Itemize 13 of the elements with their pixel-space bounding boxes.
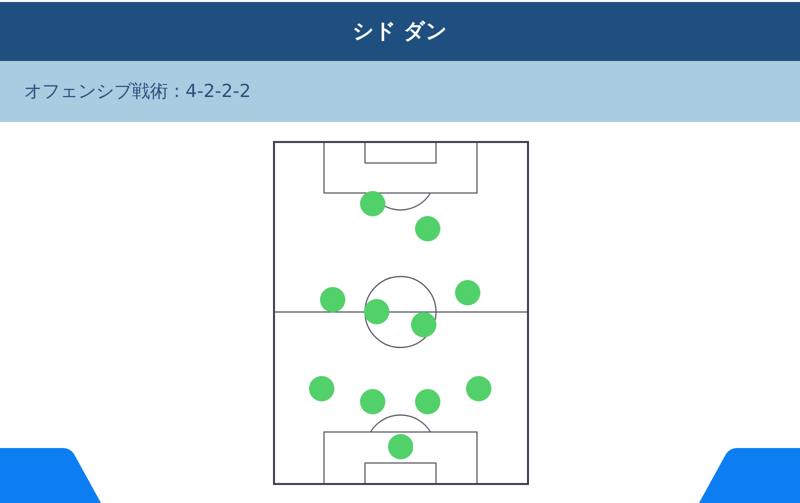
player-dot: [360, 389, 386, 415]
player-dot: [455, 280, 481, 306]
formation-label: オフェンシブ戦術 : 4-2-2-2: [24, 81, 251, 103]
player-dot: [411, 312, 437, 338]
player-dot: [309, 376, 335, 402]
player-dot: [320, 287, 346, 313]
player-dot: [360, 191, 386, 217]
player-dot: [466, 376, 492, 402]
title: シド ダン: [352, 18, 448, 44]
player-dot: [415, 216, 441, 242]
player-dot: [415, 389, 441, 415]
player-dot: [388, 434, 414, 460]
player-dot: [364, 299, 390, 325]
